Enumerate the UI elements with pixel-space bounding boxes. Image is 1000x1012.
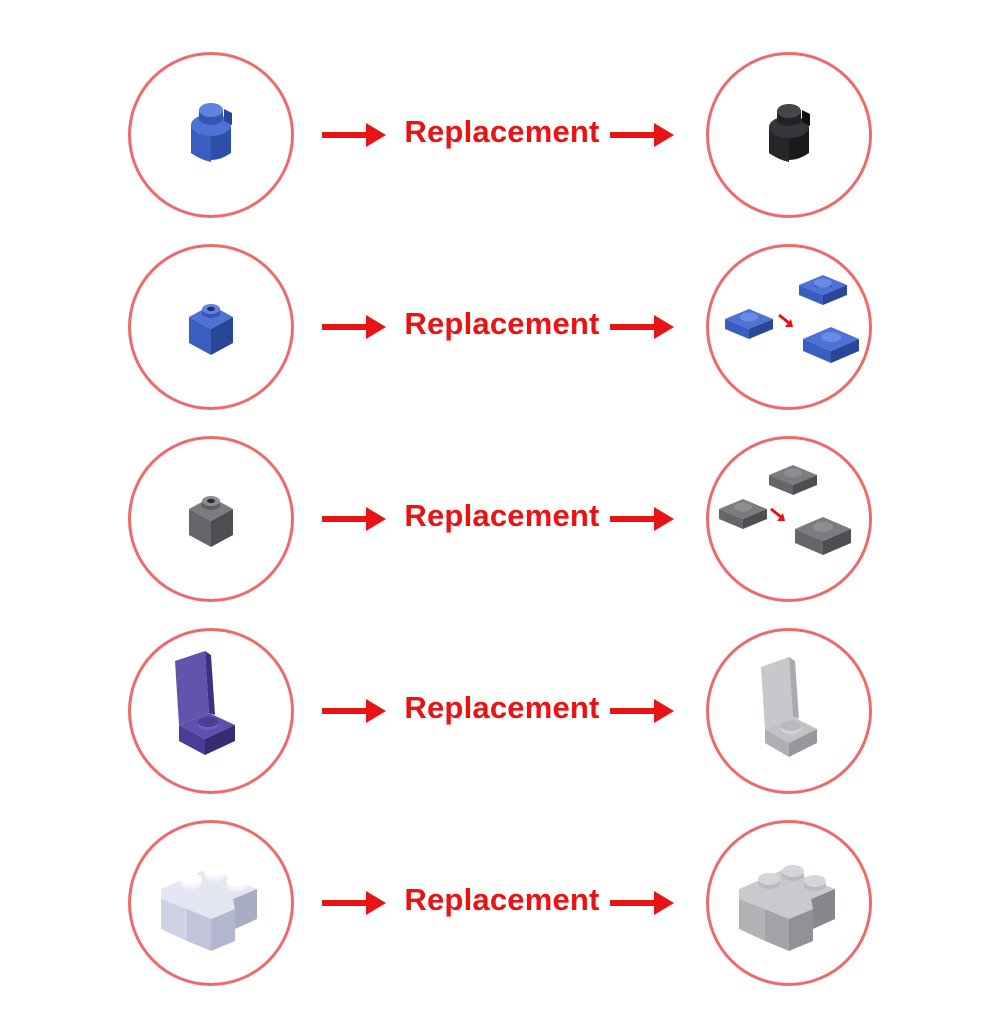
source-part-circle — [128, 628, 294, 794]
light-gray-corner-plate-icon — [739, 865, 835, 951]
replacement-label: Replacement — [404, 498, 600, 533]
replacement-connector: Replacement — [322, 100, 674, 170]
right-arrow-icon — [610, 122, 674, 148]
replacement-label: Replacement — [404, 882, 600, 917]
replacement-row-3: Replacement — [0, 436, 1000, 628]
three-blue-plates-icon — [725, 275, 859, 363]
replacement-connector: Replacement — [322, 676, 674, 746]
right-arrow-icon — [610, 506, 674, 532]
blue-1x1-brick-icon — [189, 304, 233, 355]
right-arrow-icon — [610, 890, 674, 916]
right-arrow-icon — [322, 506, 386, 532]
source-part-circle — [128, 244, 294, 410]
replacement-connector: Replacement — [322, 484, 674, 554]
small-red-arrow-icon — [778, 313, 793, 327]
replacement-row-4: Replacement — [0, 628, 1000, 820]
replacement-part-circle — [706, 628, 872, 794]
blue-round-1x1-brick-icon — [191, 103, 232, 162]
replacement-row-2: Replacement — [0, 244, 1000, 436]
purple-seat-icon — [175, 651, 235, 755]
replacement-label: Replacement — [404, 306, 600, 341]
white-corner-plate-icon — [161, 865, 257, 951]
three-dark-gray-plates-icon — [719, 465, 851, 555]
right-arrow-icon — [322, 122, 386, 148]
light-gray-seat-icon — [761, 657, 817, 757]
replacement-row-1: Replacement — [0, 52, 1000, 244]
dark-gray-1x1-brick-icon — [189, 496, 233, 547]
replacement-connector: Replacement — [322, 292, 674, 362]
source-part-circle — [128, 52, 294, 218]
replacement-part-circle — [706, 244, 872, 410]
right-arrow-icon — [610, 314, 674, 340]
replacement-label: Replacement — [404, 690, 600, 725]
right-arrow-icon — [610, 698, 674, 724]
source-part-circle — [128, 820, 294, 986]
replacement-part-circle — [706, 436, 872, 602]
right-arrow-icon — [322, 698, 386, 724]
replacement-label: Replacement — [404, 114, 600, 149]
replacement-part-circle — [706, 820, 872, 986]
source-part-circle — [128, 436, 294, 602]
right-arrow-icon — [322, 890, 386, 916]
replacement-connector: Replacement — [322, 868, 674, 938]
replacement-part-circle — [706, 52, 872, 218]
black-round-1x1-brick-icon — [769, 104, 810, 162]
right-arrow-icon — [322, 314, 386, 340]
small-red-arrow-icon — [770, 507, 785, 521]
replacement-row-5: Replacement — [0, 820, 1000, 1012]
